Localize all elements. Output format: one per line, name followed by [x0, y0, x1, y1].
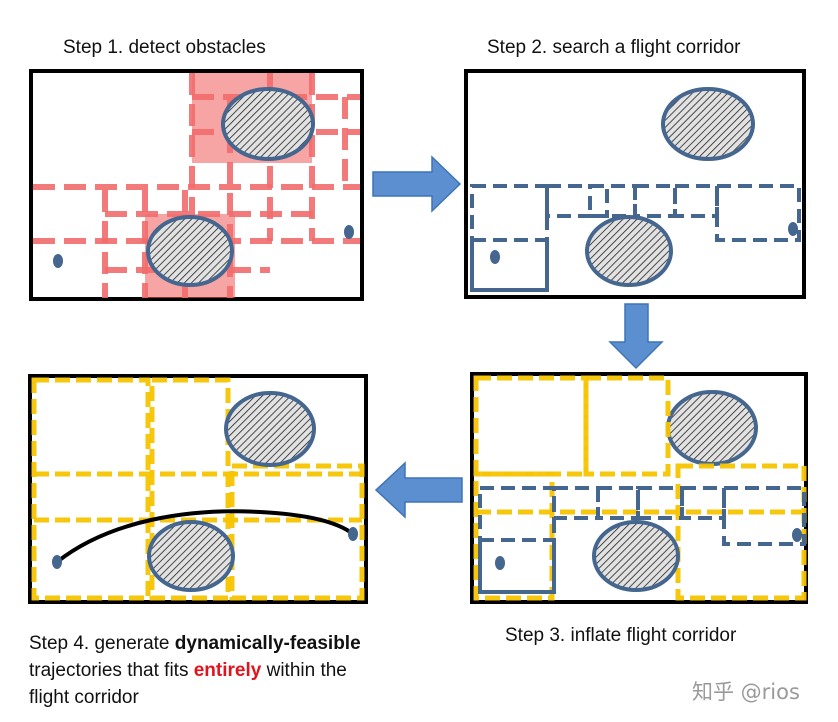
step-4-line-3: flight corridor: [29, 687, 139, 708]
start-point: [53, 254, 63, 268]
step-1-label: Step 1. detect obstacles: [63, 37, 266, 58]
inflated-boxes: [473, 375, 807, 601]
watermark: 知乎 @rios: [692, 680, 800, 704]
goal-point: [344, 225, 354, 239]
start-point: [490, 250, 500, 264]
obstacle: [221, 87, 315, 161]
goal-point: [348, 527, 358, 541]
trajectory: [55, 509, 355, 564]
arrow-down-icon: [608, 303, 664, 370]
corridor-boxes: [470, 184, 801, 292]
panel-step-3: [470, 372, 808, 604]
panel-step-4: [28, 374, 368, 604]
panel-step-2: [464, 69, 806, 299]
obstacle: [147, 520, 235, 592]
step-4-line-2: trajectories that fits entirely within t…: [29, 660, 347, 681]
obstacle: [224, 391, 316, 467]
obstacle: [592, 520, 680, 592]
goal-point: [792, 528, 802, 542]
goal-point: [788, 222, 798, 236]
start-point: [495, 556, 505, 570]
step-3-label: Step 3. inflate flight corridor: [505, 625, 737, 646]
corridor-boxes: [478, 486, 806, 594]
obstacle: [661, 87, 755, 161]
obstacle: [666, 390, 758, 466]
step-2-label: Step 2. search a flight corridor: [487, 37, 741, 58]
panel-step-1: [29, 69, 364, 301]
step-4-label: Step 4. generate dynamically-feasible tr…: [29, 630, 361, 711]
obstacle: [146, 215, 234, 287]
step-4-line-1: Step 4. generate dynamically-feasible: [29, 633, 361, 654]
start-point: [52, 555, 62, 569]
arrow-right-icon: [372, 155, 462, 213]
obstacle: [585, 215, 673, 287]
inflated-boxes: [31, 377, 365, 601]
arrow-left-icon: [374, 461, 463, 519]
